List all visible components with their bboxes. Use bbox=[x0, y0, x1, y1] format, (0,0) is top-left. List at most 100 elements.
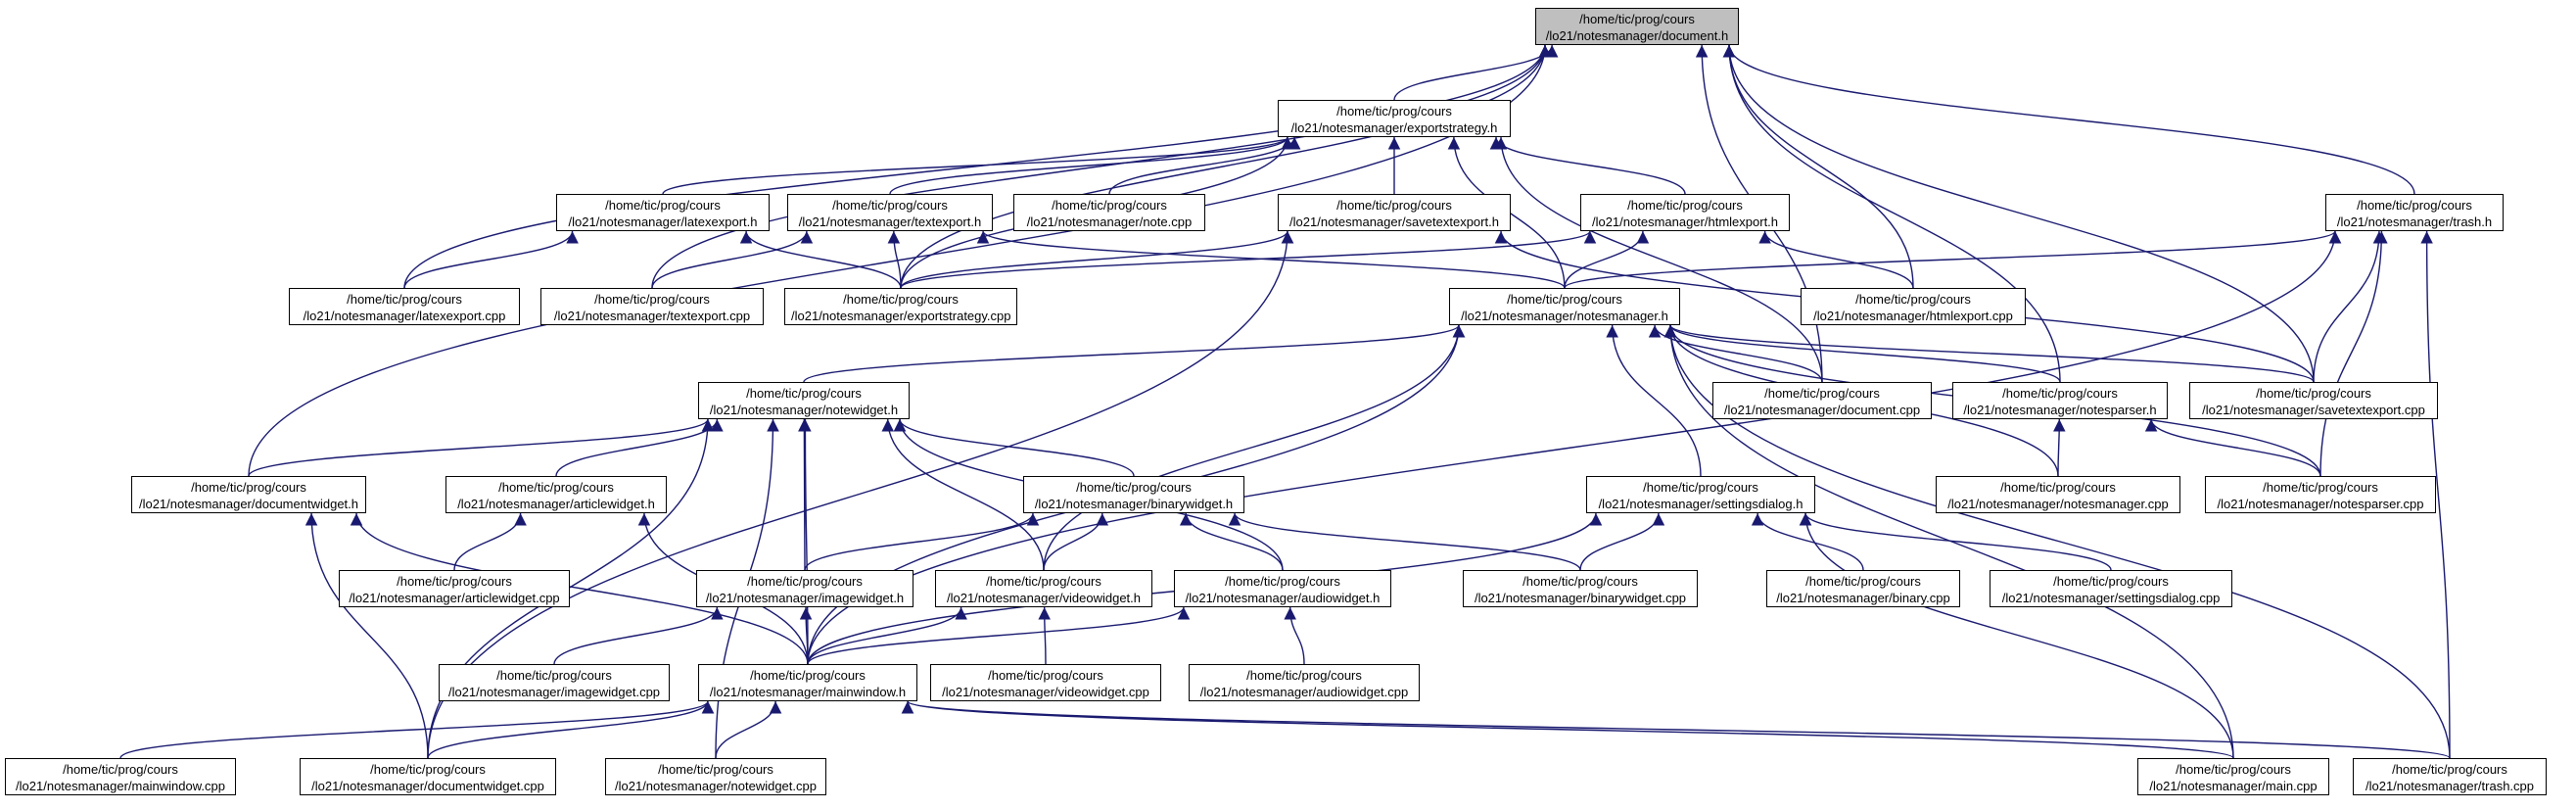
node-path-line1: /home/tic/prog/cours bbox=[496, 668, 612, 683]
node-path-line2: /lo21/notesmanager/binary.cpp bbox=[1776, 591, 1950, 605]
node-notesmanager-h[interactable]: /home/tic/prog/cours /lo21/notesmanager/… bbox=[1449, 288, 1680, 325]
edge-textexport_h-to-exportstrategy_h bbox=[889, 136, 1294, 195]
node-exportstrategy-h[interactable]: /home/tic/prog/cours /lo21/notesmanager/… bbox=[1278, 100, 1511, 137]
node-settingsdialog-h[interactable]: /home/tic/prog/cours /lo21/notesmanager/… bbox=[1586, 476, 1815, 513]
node-path-line2: /lo21/notesmanager/notesmanager.cpp bbox=[1947, 497, 2169, 511]
node-path-line2: /lo21/notesmanager/savetextexport.cpp bbox=[2202, 403, 2425, 417]
node-path-line2: /lo21/notesmanager/audiowidget.h bbox=[1185, 591, 1381, 605]
node-path-line2: /lo21/notesmanager/audiowidget.cpp bbox=[1199, 685, 1409, 699]
node-articlewidget-cpp[interactable]: /home/tic/prog/cours /lo21/notesmanager/… bbox=[339, 570, 570, 607]
node-path-line2: /lo21/notesmanager/imagewidget.h bbox=[705, 591, 905, 605]
node-path-line1: /home/tic/prog/cours bbox=[2176, 762, 2291, 777]
node-audiowidget-cpp[interactable]: /home/tic/prog/cours /lo21/notesmanager/… bbox=[1189, 664, 1420, 701]
node-mainwindow-cpp[interactable]: /home/tic/prog/cours /lo21/notesmanager/… bbox=[5, 758, 236, 795]
node-path-line1: /home/tic/prog/cours bbox=[1643, 480, 1758, 495]
edge-latexexport_h-to-exportstrategy_h bbox=[662, 136, 1294, 195]
node-binarywidget-h[interactable]: /home/tic/prog/cours /lo21/notesmanager/… bbox=[1023, 476, 1244, 513]
node-document-h[interactable]: /home/tic/prog/cours /lo21/notesmanager/… bbox=[1535, 8, 1739, 45]
node-imagewidget-cpp[interactable]: /home/tic/prog/cours /lo21/notesmanager/… bbox=[439, 664, 670, 701]
node-notewidget-h[interactable]: /home/tic/prog/cours /lo21/notesmanager/… bbox=[698, 382, 910, 419]
node-notesparser-cpp[interactable]: /home/tic/prog/cours /lo21/notesmanager/… bbox=[2205, 476, 2436, 513]
node-savetextexport-cpp[interactable]: /home/tic/prog/cours /lo21/notesmanager/… bbox=[2189, 382, 2438, 419]
node-path-line1: /home/tic/prog/cours bbox=[63, 762, 178, 777]
node-imagewidget-h[interactable]: /home/tic/prog/cours /lo21/notesmanager/… bbox=[696, 570, 913, 607]
node-path-line2: /lo21/notesmanager/notewidget.h bbox=[709, 403, 899, 417]
node-path-line1: /home/tic/prog/cours bbox=[747, 574, 863, 589]
node-latexexport-cpp[interactable]: /home/tic/prog/cours /lo21/notesmanager/… bbox=[289, 288, 520, 325]
node-path-line1: /home/tic/prog/cours bbox=[2357, 198, 2472, 213]
node-path-line2: /lo21/notesmanager/videowidget.h bbox=[946, 591, 1142, 605]
edge-savetextexport_cpp-to-notesmanager_h bbox=[1663, 324, 2315, 383]
edge-videowidget_h-to-notesmanager_h bbox=[1043, 324, 1466, 571]
node-path-line2: /lo21/notesmanager/documentwidget.cpp bbox=[311, 779, 544, 793]
node-main-cpp[interactable]: /home/tic/prog/cours /lo21/notesmanager/… bbox=[2137, 758, 2329, 795]
node-path-line2: /lo21/notesmanager/videowidget.cpp bbox=[942, 685, 1149, 699]
node-path-line2: /lo21/notesmanager/document.h bbox=[1545, 28, 1729, 43]
node-path-line1: /home/tic/prog/cours bbox=[2002, 386, 2118, 401]
edge-mainwindow_h-to-imagewidget_h bbox=[799, 606, 813, 665]
node-documentwidget-cpp[interactable]: /home/tic/prog/cours /lo21/notesmanager/… bbox=[300, 758, 556, 795]
node-textexport-cpp[interactable]: /home/tic/prog/cours /lo21/notesmanager/… bbox=[540, 288, 764, 325]
node-videowidget-cpp[interactable]: /home/tic/prog/cours /lo21/notesmanager/… bbox=[930, 664, 1161, 701]
node-path-line2: /lo21/notesmanager/mainwindow.cpp bbox=[16, 779, 225, 793]
edge-mainwindow_h-to-videowidget_h bbox=[807, 606, 967, 665]
edge-htmlexport_cpp-to-htmlexport_h bbox=[1758, 230, 1914, 289]
node-path-line2: /lo21/notesmanager/note.cpp bbox=[1026, 214, 1193, 229]
node-trash-cpp[interactable]: /home/tic/prog/cours /lo21/notesmanager/… bbox=[2353, 758, 2547, 795]
node-path-line2: /lo21/notesmanager/htmlexport.cpp bbox=[1813, 309, 2013, 323]
node-path-line2: /lo21/notesmanager/settingsdialog.cpp bbox=[2001, 591, 2221, 605]
edge-audiowidget_h-to-binarywidget_h bbox=[1179, 512, 1284, 571]
node-path-line1: /home/tic/prog/cours bbox=[750, 668, 866, 683]
node-path-line2: /lo21/notesmanager/textexport.cpp bbox=[553, 309, 751, 323]
node-exportstrategy-cpp[interactable]: /home/tic/prog/cours /lo21/notesmanager/… bbox=[784, 288, 1017, 325]
edge-notesparser_cpp-to-notesparser_h bbox=[2144, 418, 2321, 477]
edge-trash_cpp-to-mainwindow_h bbox=[902, 700, 2451, 759]
edge-document_cpp-to-notesmanager_h bbox=[1648, 324, 1823, 383]
node-path-line2: /lo21/notesmanager/notewidget.cpp bbox=[615, 779, 817, 793]
edge-notesparser_h-to-notesmanager_h bbox=[1663, 324, 2061, 383]
node-path-line1: /home/tic/prog/cours bbox=[191, 480, 306, 495]
node-binary-cpp[interactable]: /home/tic/prog/cours /lo21/notesmanager/… bbox=[1766, 570, 1960, 607]
node-path-line1: /home/tic/prog/cours bbox=[1579, 12, 1695, 26]
edge-latexexport_cpp-to-document_h bbox=[403, 44, 1552, 289]
edge-exportstrategy_cpp-to-savetextexport_h bbox=[900, 230, 1294, 289]
node-path-line2: /lo21/notesmanager/trash.cpp bbox=[2365, 779, 2534, 793]
edge-main_cpp-to-mainwindow_h bbox=[902, 700, 2234, 759]
edge-binarywidget_cpp-to-binarywidget_h bbox=[1228, 512, 1581, 571]
edge-notesmanager_h-to-textexport_h bbox=[976, 230, 1566, 289]
node-path-line2: /lo21/notesmanager/mainwindow.h bbox=[709, 685, 907, 699]
node-videowidget-h[interactable]: /home/tic/prog/cours /lo21/notesmanager/… bbox=[935, 570, 1152, 607]
edge-settingsdialog_cpp-to-settingsdialog_h bbox=[1799, 512, 2112, 571]
node-articlewidget-h[interactable]: /home/tic/prog/cours /lo21/notesmanager/… bbox=[445, 476, 667, 513]
node-path-line2: /lo21/notesmanager/settingsdialog.h bbox=[1598, 497, 1803, 511]
node-mainwindow-h[interactable]: /home/tic/prog/cours /lo21/notesmanager/… bbox=[698, 664, 917, 701]
node-audiowidget-h[interactable]: /home/tic/prog/cours /lo21/notesmanager/… bbox=[1174, 570, 1391, 607]
node-path-line1: /home/tic/prog/cours bbox=[2000, 480, 2116, 495]
edge-notesmanager_h-to-trash_h bbox=[1564, 230, 2341, 289]
node-path-line2: /lo21/notesmanager/articlewidget.h bbox=[457, 497, 655, 511]
node-htmlexport-cpp[interactable]: /home/tic/prog/cours /lo21/notesmanager/… bbox=[1801, 288, 2026, 325]
node-documentwidget-h[interactable]: /home/tic/prog/cours /lo21/notesmanager/… bbox=[131, 476, 366, 513]
node-path-line1: /home/tic/prog/cours bbox=[986, 574, 1101, 589]
node-document-cpp[interactable]: /home/tic/prog/cours /lo21/notesmanager/… bbox=[1712, 382, 1932, 419]
node-notesparser-h[interactable]: /home/tic/prog/cours /lo21/notesmanager/… bbox=[1952, 382, 2168, 419]
node-binarywidget-cpp[interactable]: /home/tic/prog/cours /lo21/notesmanager/… bbox=[1463, 570, 1698, 607]
node-path-line1: /home/tic/prog/cours bbox=[1076, 480, 1192, 495]
edge-notewidget_h-to-notesmanager_h bbox=[803, 324, 1466, 383]
node-path-line2: /lo21/notesmanager/exportstrategy.h bbox=[1290, 120, 1498, 135]
node-latexexport-h[interactable]: /home/tic/prog/cours /lo21/notesmanager/… bbox=[556, 194, 770, 231]
edge-savetextexport_cpp-to-trash_h bbox=[2313, 230, 2386, 383]
node-path-line1: /home/tic/prog/cours bbox=[1225, 574, 1340, 589]
node-notewidget-cpp[interactable]: /home/tic/prog/cours /lo21/notesmanager/… bbox=[605, 758, 826, 795]
node-textexport-h[interactable]: /home/tic/prog/cours /lo21/notesmanager/… bbox=[787, 194, 993, 231]
edge-documentwidget_cpp-to-mainwindow_h bbox=[427, 700, 715, 759]
node-trash-h[interactable]: /home/tic/prog/cours /lo21/notesmanager/… bbox=[2325, 194, 2504, 231]
node-notesmanager-cpp[interactable]: /home/tic/prog/cours /lo21/notesmanager/… bbox=[1936, 476, 2180, 513]
node-path-line1: /home/tic/prog/cours bbox=[746, 386, 862, 401]
node-htmlexport-h[interactable]: /home/tic/prog/cours /lo21/notesmanager/… bbox=[1580, 194, 1790, 231]
node-savetextexport-h[interactable]: /home/tic/prog/cours /lo21/notesmanager/… bbox=[1278, 194, 1511, 231]
node-settingsdialog-cpp[interactable]: /home/tic/prog/cours /lo21/notesmanager/… bbox=[1990, 570, 2232, 607]
node-note-cpp[interactable]: /home/tic/prog/cours /lo21/notesmanager/… bbox=[1013, 194, 1205, 231]
edge-htmlexport_h-to-exportstrategy_h bbox=[1489, 136, 1686, 195]
edge-notesparser_cpp-to-trash_h bbox=[2319, 230, 2388, 477]
